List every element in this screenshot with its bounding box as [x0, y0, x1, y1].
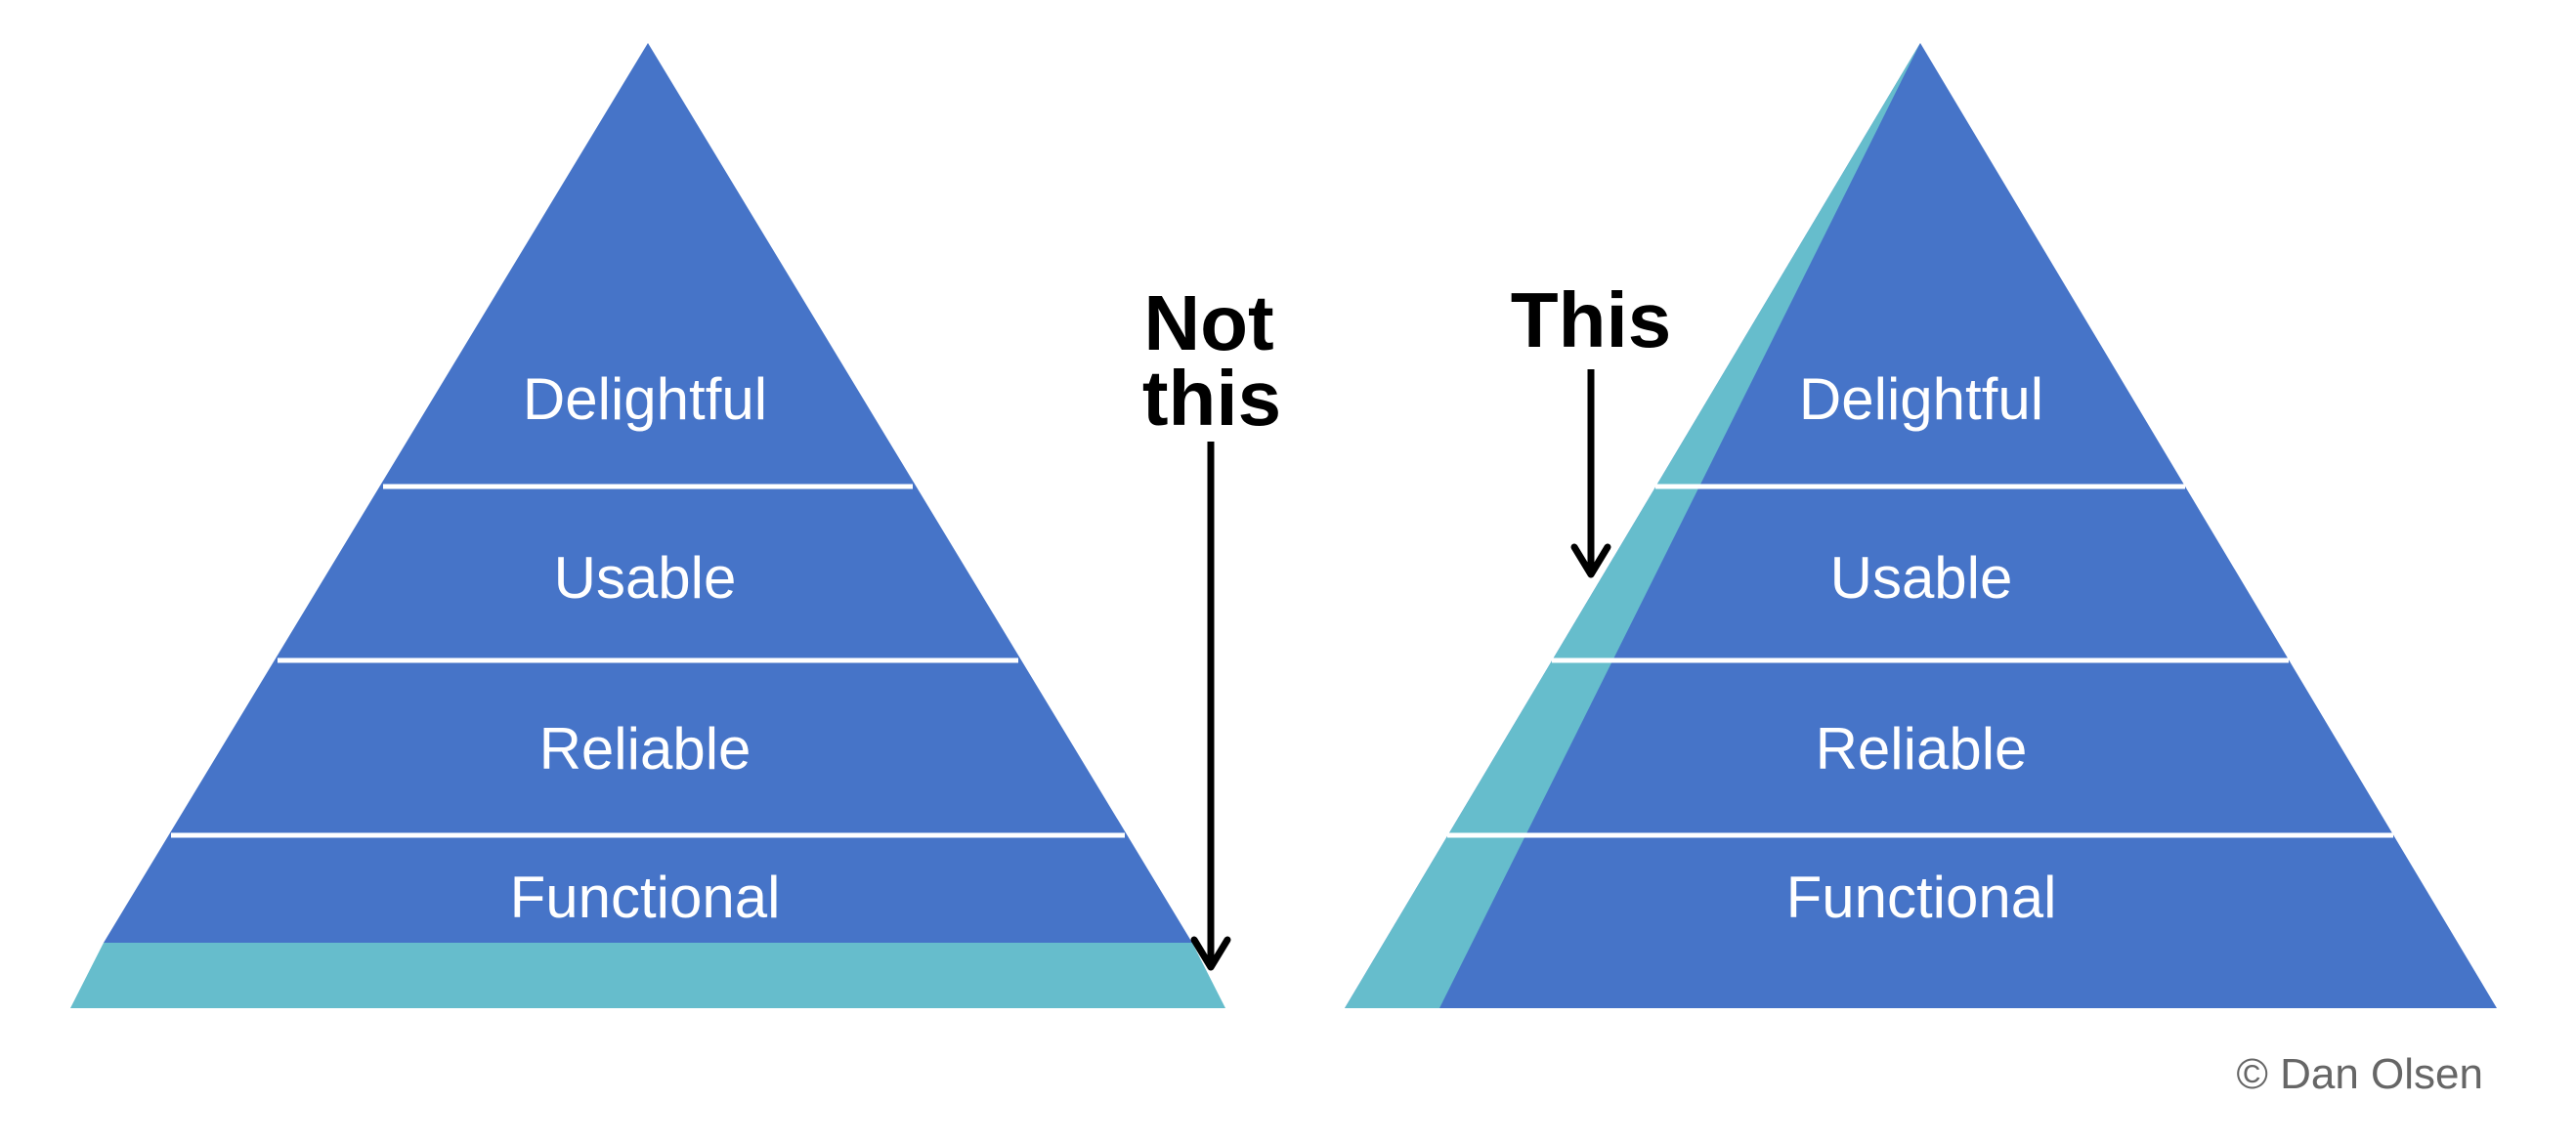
not-this-arrow-head [1190, 936, 1231, 971]
right-pyramid-body [1345, 43, 2497, 1008]
this-arrow-head [1570, 543, 1611, 578]
left-mvp-base-band [70, 943, 1225, 1008]
right-mvp-vertical-slice [1345, 43, 1920, 1008]
right-layer-label-functional: Functional [1786, 865, 2057, 930]
left-layer-label-reliable: Reliable [539, 716, 751, 782]
left-layer-label-usable: Usable [554, 545, 737, 611]
copyright-credit: © Dan Olsen [2236, 1050, 2483, 1098]
not-this-label-line2: this [1142, 355, 1281, 442]
left-pyramid: Delightful Usable Reliable Functional [70, 43, 1225, 1008]
right-pyramid: Delightful Usable Reliable Functional [1345, 43, 2497, 1008]
left-pyramid-body [104, 43, 1192, 943]
right-layer-label-reliable: Reliable [1816, 716, 2028, 782]
this-label: This [1511, 276, 1671, 363]
right-layer-label-usable: Usable [1830, 545, 2013, 611]
this-callout: This [1511, 276, 1671, 578]
not-this-callout: Not this [1142, 279, 1281, 971]
right-layer-label-delightful: Delightful [1799, 366, 2043, 432]
not-this-label-line1: Not [1143, 279, 1273, 366]
left-layer-label-functional: Functional [510, 865, 781, 930]
left-layer-label-delightful: Delightful [523, 366, 767, 432]
